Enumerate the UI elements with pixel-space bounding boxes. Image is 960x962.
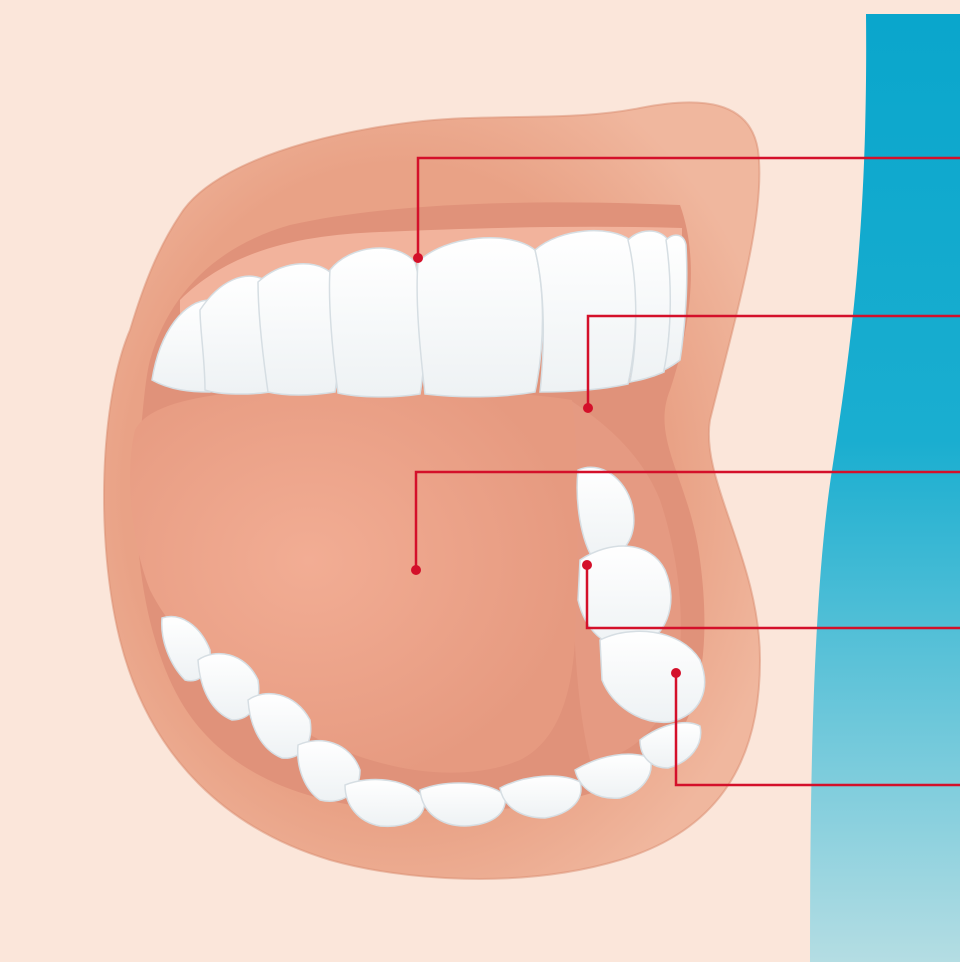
callout-dot-lower-molar — [671, 668, 681, 678]
callout-dot-soft-palate — [583, 403, 593, 413]
callout-dot-upper-gum — [413, 253, 423, 263]
callout-dot-tongue — [411, 565, 421, 575]
callout-dot-lower-premolar — [582, 560, 592, 570]
